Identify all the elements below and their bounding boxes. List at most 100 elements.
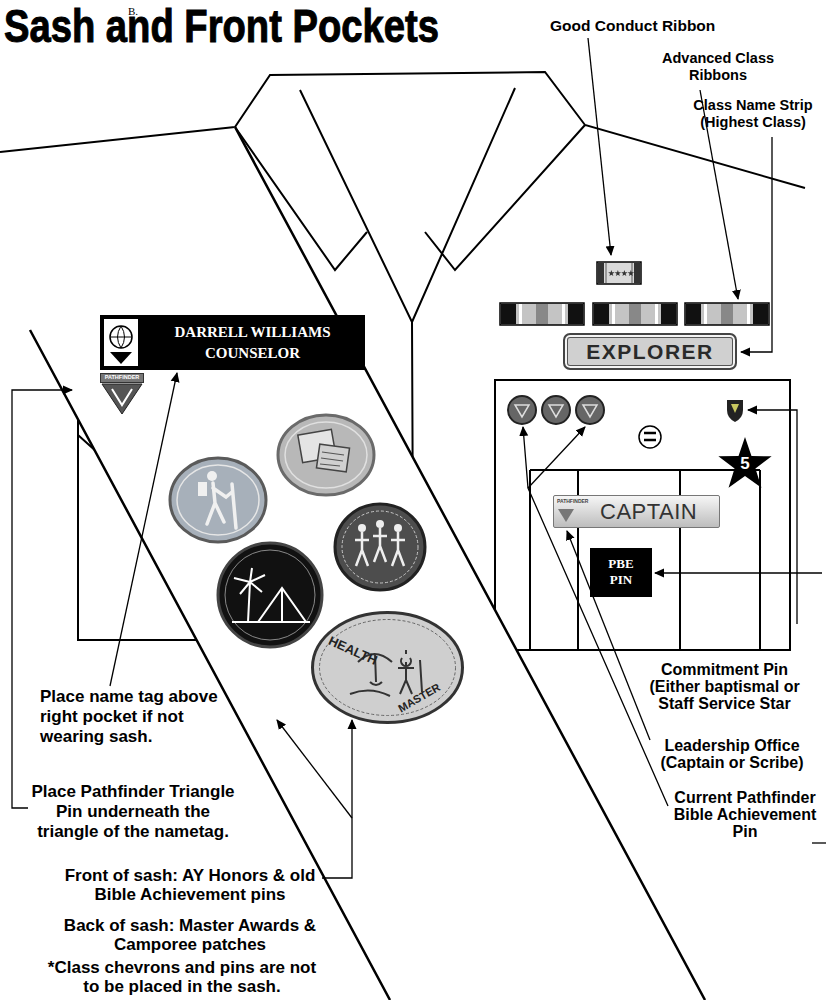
figure-head: [358, 524, 366, 532]
achievement-pin: [542, 396, 570, 424]
callout-label: Current Pathfinder Bible Achievement Pin: [665, 789, 825, 840]
sash-fill: [30, 127, 705, 1000]
pocket-pins: [508, 396, 743, 448]
figure-bodies: [355, 528, 405, 566]
placement-note: Front of sash: AY Honors & old Bible Ach…: [55, 866, 325, 904]
patch-border: [320, 620, 456, 716]
ribbon-star: [608, 270, 614, 276]
leader-lines: [12, 38, 826, 878]
leadership-bar: PATHFINDER CAPTAIN: [553, 495, 720, 528]
hiker-figure: [207, 483, 236, 528]
margin-tick: [812, 842, 826, 843]
ribbon-stripe: [568, 304, 583, 324]
pin-text: PATHFINDER: [100, 374, 144, 381]
bar-logo-text: PATHFINDER: [557, 498, 588, 504]
shirt-outline: [0, 72, 805, 1000]
logo-globe: [110, 326, 132, 348]
pbe-pin: PBE PIN: [590, 548, 652, 597]
book-lines: [320, 452, 344, 466]
leader-arrow: [655, 572, 822, 573]
placement-note: Place Pathfinder Triangle Pin underneath…: [27, 782, 239, 842]
patch-border: [177, 465, 259, 535]
callout-label: Class Name Strip (Highest Class): [683, 97, 823, 131]
pin-mark: [112, 389, 132, 405]
ribbon-bar: [593, 303, 677, 325]
placement-note: *Class chevrons and pins are not to be p…: [42, 958, 322, 996]
logo-triangle: [110, 352, 132, 364]
book-patch: [278, 415, 374, 495]
name-tag: DARRELL WILLIAMSCOUNSELOR: [100, 315, 365, 370]
ribbon-stripe: [721, 304, 733, 324]
star-number: 5: [717, 454, 773, 474]
hiker-pack: [198, 482, 207, 496]
ribbon-stripe: [598, 263, 604, 283]
patch-border: [285, 422, 367, 488]
ribbon-bar: [500, 303, 584, 325]
leader-arrow: [277, 720, 352, 818]
palm-icon: [234, 568, 265, 622]
patch-outline: [310, 610, 465, 725]
tent-icon: [232, 588, 310, 622]
camping-patch: [218, 543, 322, 647]
office-text: CAPTAIN: [600, 499, 697, 525]
ribbon-stripe: [686, 304, 701, 324]
pin-triangle: [102, 384, 142, 414]
round-pin-mark: [644, 433, 656, 440]
friends-patch: [335, 504, 425, 590]
placement-note: Place name tag above right pocket if not…: [40, 687, 235, 747]
name-tag-logo: [104, 319, 138, 366]
ribbon-stripe: [629, 304, 641, 324]
book-icon: [316, 444, 349, 472]
hiker-head: [207, 471, 217, 481]
ribbon-stripe: [704, 304, 707, 324]
shield-pin: [727, 400, 743, 422]
ribbon-stripe: [661, 304, 676, 324]
patch-border: [342, 511, 418, 583]
shield-pin-mark: [731, 404, 739, 413]
ribbon-stripe: [605, 263, 607, 283]
leader-arrow: [110, 373, 177, 686]
callout-label: Good Conduct Ribbon: [550, 17, 750, 35]
placement-note: Back of sash: Master Awards & Camporee p…: [55, 916, 325, 954]
pin-text: PBE PIN: [601, 556, 641, 588]
ribbon-stripe: [747, 304, 750, 324]
pin-band: [101, 374, 144, 383]
class-name-text: EXPLORER: [565, 335, 735, 368]
advanced-class-ribbons: [500, 303, 769, 325]
ribbon-stripe: [753, 304, 768, 324]
ribbon-stripe: [501, 304, 516, 324]
leader-arrow: [523, 427, 668, 806]
achievement-pin: [576, 396, 604, 424]
ribbon-stripe: [612, 304, 615, 324]
hiking-patch: [170, 458, 266, 542]
callout-label: Leadership Office (Captain or Scribe): [652, 737, 812, 771]
ribbon-star: [628, 270, 634, 276]
ribbon-stripe: [519, 304, 522, 324]
round-pin: [639, 426, 661, 448]
leader-arrow: [528, 427, 585, 488]
achievement-pin: [508, 396, 536, 424]
leader-arrow: [588, 38, 611, 255]
class-name-strip: EXPLORER: [563, 333, 737, 370]
ribbon-star: [615, 270, 621, 276]
master-patch: HEALTHMASTER: [310, 610, 465, 725]
diagram-title: Sash and Front Pockets: [4, 0, 439, 52]
ribbon-stripe: [594, 304, 609, 324]
sheet-letter: B.: [128, 5, 158, 18]
ribbon-bar: [597, 262, 641, 284]
role-text: COUNSELOR: [140, 344, 365, 362]
service-star: 5: [717, 437, 773, 493]
sash-edges: [30, 127, 705, 1000]
ribbon-stripe: [536, 304, 548, 324]
logo-globe-lines: [110, 326, 132, 348]
ribbon-stripe: [655, 304, 658, 324]
good-conduct-ribbon: [597, 262, 641, 284]
leader-arrow: [748, 410, 797, 624]
leader-arrow: [741, 137, 772, 352]
callout-label: Advanced Class Ribbons: [648, 50, 788, 84]
ribbon-stripe: [562, 304, 565, 324]
ribbon-star: [621, 270, 627, 276]
ribbon-stripe: [634, 263, 640, 283]
